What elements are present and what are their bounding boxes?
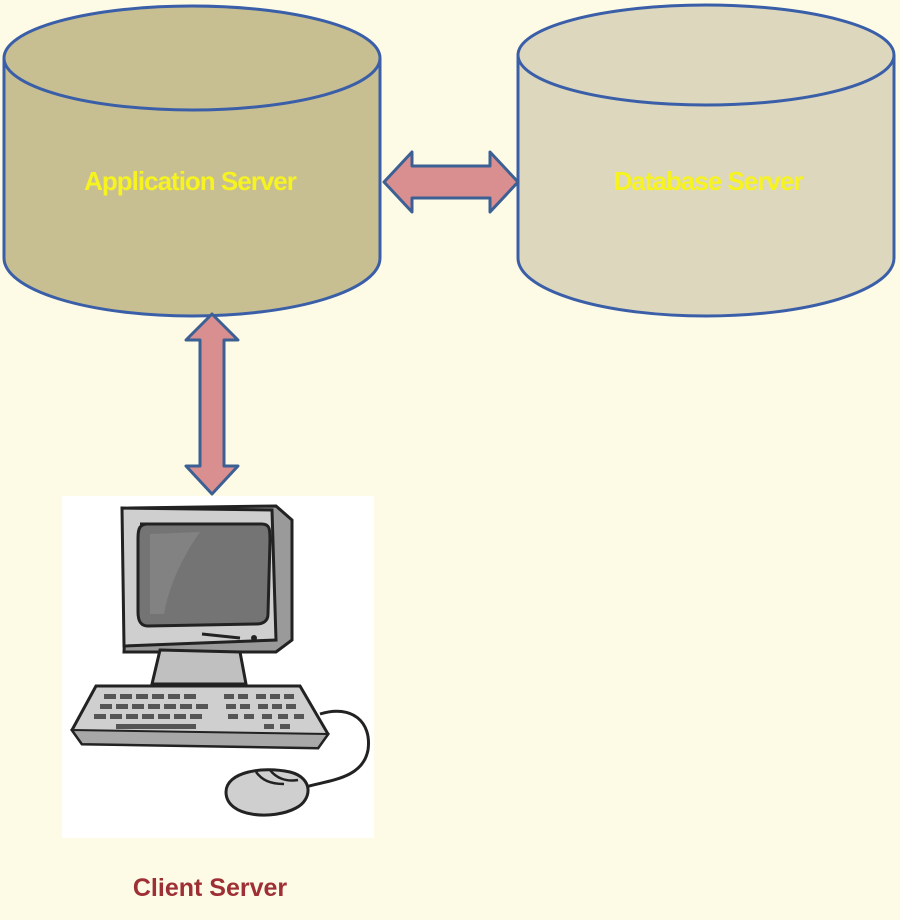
application-server-label: Application Server bbox=[84, 166, 297, 196]
application-server-cylinder bbox=[2, 4, 382, 318]
desktop-computer-icon bbox=[62, 496, 374, 838]
client-server-label: Client Server bbox=[132, 874, 288, 902]
database-server-label: Database Server bbox=[613, 166, 804, 196]
database-server-cylinder bbox=[516, 3, 896, 318]
app-db-connector-arrow bbox=[382, 150, 520, 214]
app-client-connector-arrow bbox=[184, 312, 240, 496]
